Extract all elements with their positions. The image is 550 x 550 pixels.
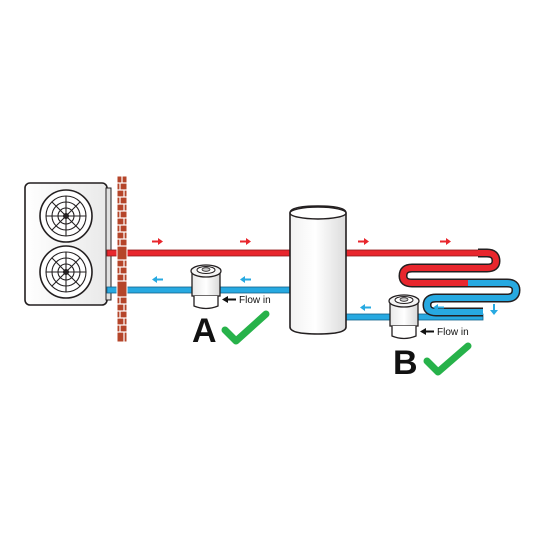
letter-a: A: [192, 312, 217, 350]
filter-b: Flow in B: [388, 294, 472, 382]
underfloor-heating-coil: [398, 248, 521, 317]
flow-arrow-icon: [240, 276, 251, 283]
flow-pipe-hot: [106, 249, 298, 257]
flow-arrow-icon: [360, 304, 371, 311]
flow-arrow-icon: [152, 276, 163, 283]
heat-pump-unit: [24, 182, 112, 306]
check-mark-icon: [423, 342, 472, 376]
flow-arrow-icon: [240, 238, 251, 245]
flow-arrow-icon: [433, 304, 444, 311]
filter-icon: [190, 264, 222, 310]
fan-icon: [39, 189, 93, 243]
check-mark-icon: [221, 310, 270, 345]
arrow-icon: [222, 296, 236, 303]
filter-icon: [388, 294, 420, 340]
letter-b: B: [393, 344, 418, 382]
flow-arrow-icon: [490, 304, 498, 315]
flow-in-label-a: Flow in: [239, 295, 271, 306]
flow-arrow-icon: [152, 238, 163, 245]
fan-icon: [39, 245, 93, 299]
filter-a: Flow in A: [190, 264, 271, 350]
flow-arrow-icon: [440, 238, 451, 245]
flow-in-label-b: Flow in: [437, 327, 469, 338]
brick-wall: [116, 175, 128, 343]
flow-arrow-icon: [358, 238, 369, 245]
hot-water-cylinder: [289, 205, 347, 335]
arrow-icon: [420, 328, 434, 335]
flow-pipe-hot-right: [344, 249, 481, 257]
